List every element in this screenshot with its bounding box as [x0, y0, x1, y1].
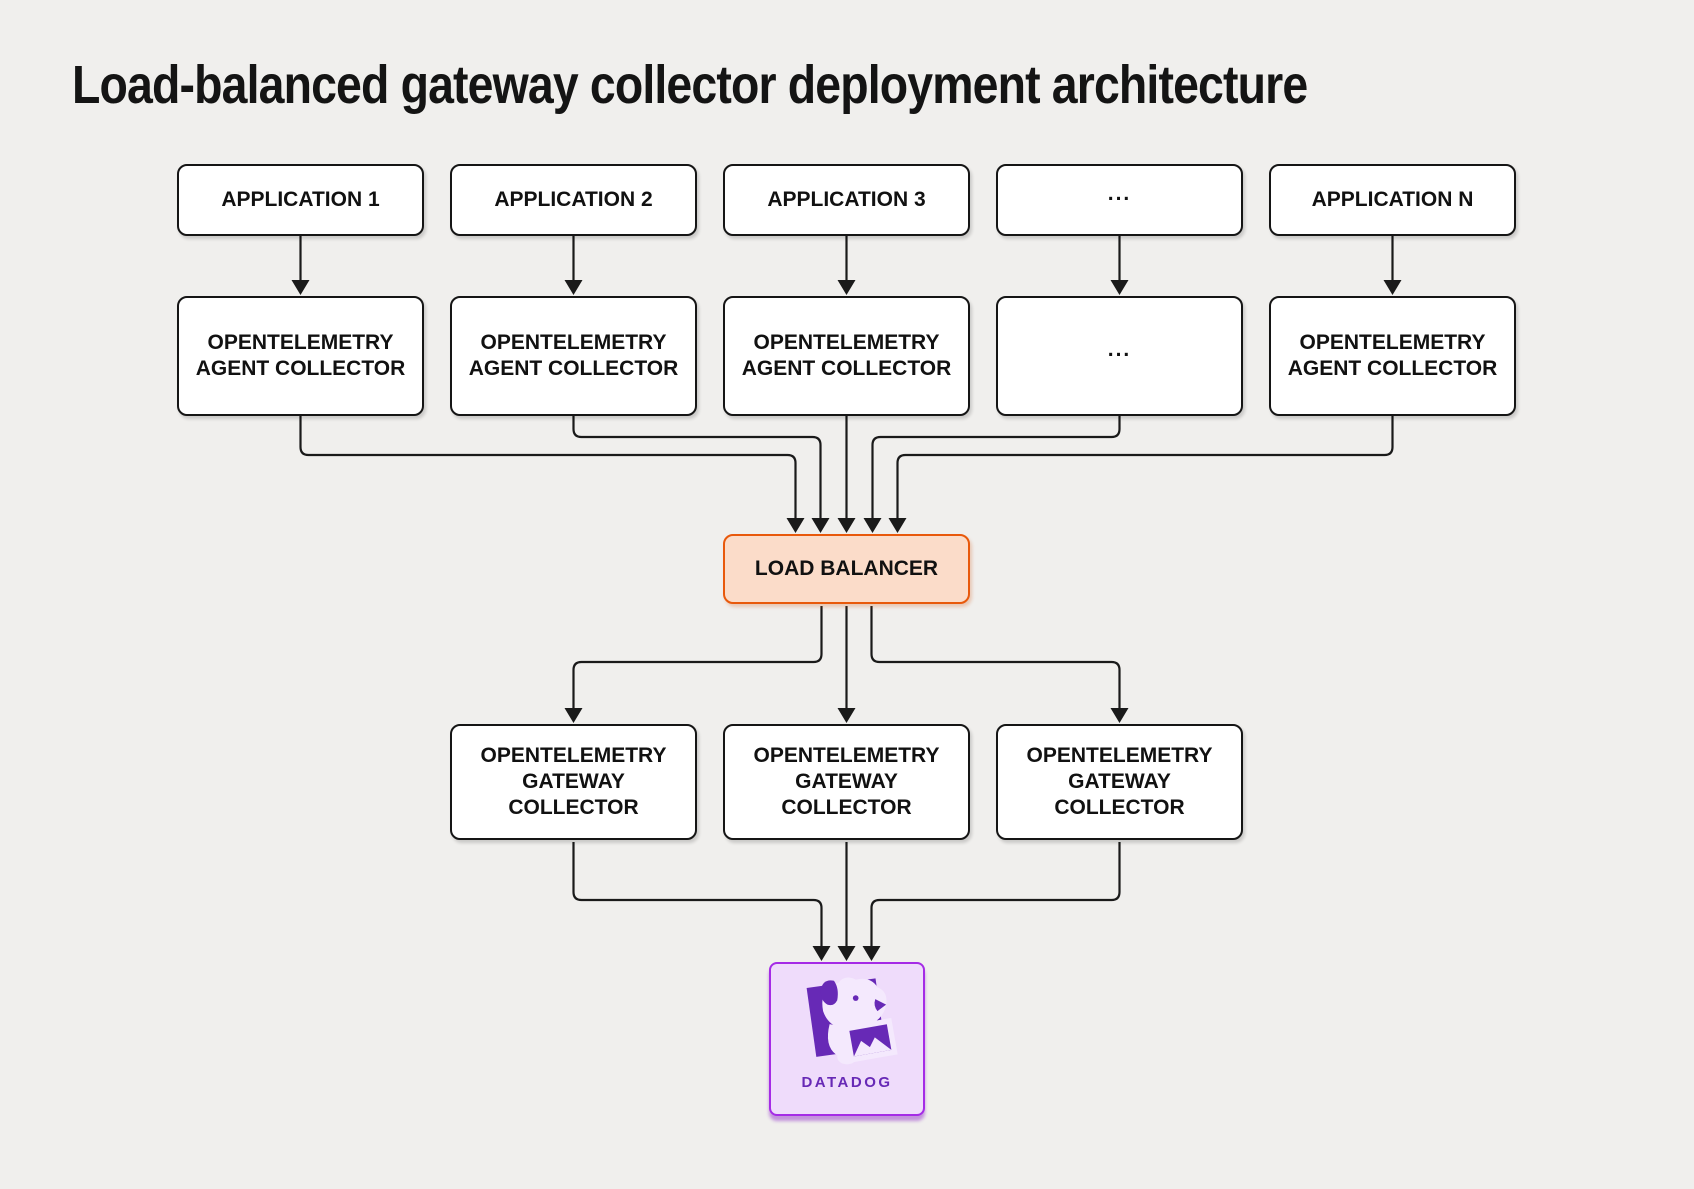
node-load-balancer: LOAD BALANCER [723, 534, 970, 604]
arrows-lb-to-gateway [564, 606, 1129, 723]
arrows-agent-to-lb [299, 416, 1394, 533]
node-agent-collector-1: OPENTELEMETRY AGENT COLLECTOR [177, 296, 424, 416]
node-label: OPENTELEMETRY AGENT COLLECTOR [468, 331, 679, 380]
node-agent-collector-2: OPENTELEMETRY AGENT COLLECTOR [450, 296, 697, 416]
node-agent-collector-3: OPENTELEMETRY AGENT COLLECTOR [723, 296, 970, 416]
page-title: Load-balanced gateway collector deployme… [72, 55, 1308, 115]
node-application-ellipsis: ... [996, 164, 1243, 236]
node-label: ... [1107, 182, 1132, 205]
node-label: LOAD BALANCER [754, 557, 939, 580]
node-gateway-collector-3: OPENTELEMETRY GATEWAY COLLECTOR [996, 724, 1243, 840]
node-label: OPENTELEMETRY GATEWAY COLLECTOR [480, 744, 667, 819]
datadog-wordmark: DATADOG [801, 1074, 893, 1091]
node-gateway-collector-2: OPENTELEMETRY GATEWAY COLLECTOR [723, 724, 970, 840]
node-label: APPLICATION N [1311, 188, 1474, 211]
node-label: APPLICATION 1 [221, 188, 380, 211]
node-application-3: APPLICATION 3 [723, 164, 970, 236]
node-label: OPENTELEMETRY GATEWAY COLLECTOR [753, 744, 940, 819]
node-label: OPENTELEMETRY AGENT COLLECTOR [1287, 331, 1498, 380]
node-label: ... [1107, 338, 1132, 361]
node-application-1: APPLICATION 1 [177, 164, 424, 236]
node-application-n: APPLICATION N [1269, 164, 1516, 236]
node-label: OPENTELEMETRY AGENT COLLECTOR [195, 331, 406, 380]
node-gateway-collector-1: OPENTELEMETRY GATEWAY COLLECTOR [450, 724, 697, 840]
node-datadog: DATADOG [769, 962, 925, 1116]
node-label: OPENTELEMETRY GATEWAY COLLECTOR [1026, 744, 1213, 819]
arrows-app-to-agent [291, 236, 1402, 295]
node-label: APPLICATION 2 [494, 188, 653, 211]
node-agent-collector-n: OPENTELEMETRY AGENT COLLECTOR [1269, 296, 1516, 416]
node-label: APPLICATION 3 [767, 188, 926, 211]
node-application-2: APPLICATION 2 [450, 164, 697, 236]
arrows-gateway-to-datadog [572, 842, 1121, 961]
node-agent-collector-ellipsis: ... [996, 296, 1243, 416]
datadog-dog-icon [806, 977, 898, 1065]
node-label: OPENTELEMETRY AGENT COLLECTOR [741, 331, 952, 380]
